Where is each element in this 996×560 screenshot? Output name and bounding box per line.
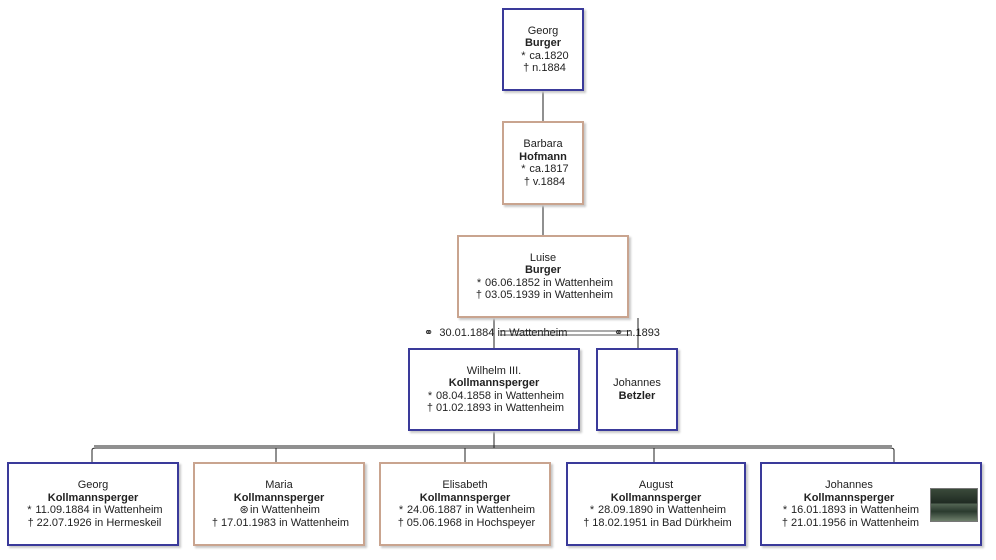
death-icon: † <box>27 516 34 529</box>
death-icon: † <box>397 516 404 529</box>
death-icon: † <box>426 402 434 414</box>
birth-icon: * <box>427 389 433 402</box>
death-event: †22.07.1926 in Hermeskeil <box>9 517 177 530</box>
death-icon: † <box>523 62 530 74</box>
person-luise-burger[interactable]: Luise Burger *06.06.1852 in Wattenheim †… <box>457 235 629 318</box>
gravestone-photo[interactable] <box>930 488 978 522</box>
given-name: Johannes <box>613 377 661 389</box>
birth-icon: * <box>589 504 595 516</box>
marriage-icon: ⚭ <box>614 327 624 339</box>
death-icon: † <box>781 516 789 529</box>
person-wilhelm-kollmannsperger[interactable]: Wilhelm III. Kollmannsperger *08.04.1858… <box>408 348 580 431</box>
birth-icon: * <box>521 49 526 62</box>
given-name: August <box>638 479 674 491</box>
person-child-johannes[interactable]: Johannes Kollmannsperger *16.01.1893 in … <box>760 462 982 546</box>
given-name: Wilhelm III. <box>466 364 522 377</box>
birth-event: *28.09.1890 in Wattenheim <box>568 504 744 517</box>
birth-event: *ca.1817 <box>504 163 582 176</box>
death-event: †17.01.1983 in Wattenheim <box>195 517 363 530</box>
surname: Kollmannsperger <box>610 491 702 504</box>
birth-icon: * <box>476 276 482 289</box>
birth-event: *16.01.1893 in Wattenheim <box>762 504 936 517</box>
person-child-elisabeth[interactable]: Elisabeth Kollmannsperger *24.06.1887 in… <box>379 462 551 546</box>
person-johannes-betzler[interactable]: Johannes Betzler <box>596 348 678 431</box>
birth-icon: * <box>782 504 788 516</box>
person-georg-burger[interactable]: Georg Burger *ca.1820 †n.1884 <box>502 8 584 91</box>
death-icon: † <box>475 289 483 301</box>
marriage-label-first: ⚭ 30.01.1884 in Wattenheim <box>424 327 568 339</box>
death-event: †01.02.1893 in Wattenheim <box>410 402 578 415</box>
death-event: †03.05.1939 in Wattenheim <box>459 289 627 302</box>
given-name: Elisabeth <box>442 479 488 491</box>
given-name: Johannes <box>825 479 873 491</box>
surname: Kollmannsperger <box>448 377 540 389</box>
surname: Burger <box>524 37 562 49</box>
death-event: †18.02.1951 in Bad Dürkheim <box>568 517 744 530</box>
baptism-event: ⊛in Wattenheim <box>239 504 320 516</box>
death-event: †v.1884 <box>504 176 582 189</box>
person-child-maria[interactable]: Maria Kollmannsperger ⊛in Wattenheim †17… <box>193 462 365 546</box>
birth-event: *08.04.1858 in Wattenheim <box>410 390 578 403</box>
death-icon: † <box>583 516 590 529</box>
person-barbara-hofmann[interactable]: Barbara Hofmann *ca.1817 †v.1884 <box>502 121 584 205</box>
given-name: Maria <box>265 479 293 491</box>
given-name: Luise <box>529 251 557 264</box>
death-icon: † <box>523 175 530 188</box>
surname: Kollmannsperger <box>233 491 325 504</box>
surname: Burger <box>524 264 562 276</box>
surname: Kollmannsperger <box>803 491 895 504</box>
birth-event: *06.06.1852 in Wattenheim <box>459 277 627 290</box>
birth-event: *11.09.1884 in Wattenheim <box>9 504 177 517</box>
person-child-georg[interactable]: Georg Kollmannsperger *11.09.1884 in Wat… <box>7 462 179 546</box>
given-name: Georg <box>77 479 109 491</box>
marriage-icon: ⚭ <box>424 327 434 339</box>
birth-event: *24.06.1887 in Wattenheim <box>381 504 549 517</box>
surname: Kollmannsperger <box>419 491 511 504</box>
surname: Betzler <box>618 389 656 402</box>
person-child-august[interactable]: August Kollmannsperger *28.09.1890 in Wa… <box>566 462 746 546</box>
death-event: †05.06.1968 in Hochspeyer <box>381 517 549 530</box>
death-event: †n.1884 <box>504 62 582 75</box>
surname: Hofmann <box>519 150 567 163</box>
marriage-label-second: ⚭ n.1893 <box>614 327 660 339</box>
given-name: Barbara <box>523 138 563 150</box>
surname: Kollmannsperger <box>47 491 139 504</box>
birth-event: *ca.1820 <box>504 50 582 63</box>
death-event: †21.01.1956 in Wattenheim <box>762 517 936 530</box>
birth-icon: * <box>27 504 32 516</box>
given-name: Georg <box>527 24 559 37</box>
birth-icon: * <box>398 504 404 516</box>
death-icon: † <box>211 516 219 529</box>
birth-icon: * <box>521 163 526 175</box>
baptism-icon: ⊛ <box>239 504 249 516</box>
